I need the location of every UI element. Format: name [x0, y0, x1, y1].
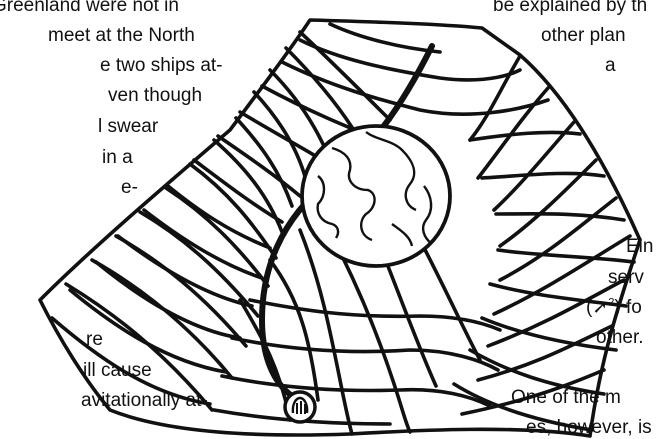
right-text-line-5: serv: [608, 268, 644, 288]
left-text-line-3: e two ships at-: [100, 56, 223, 76]
left-text-line-10: avitationally at-: [81, 391, 208, 411]
right-text-line-6-word: fo: [626, 297, 642, 318]
right-text-line-4: Ein: [626, 237, 653, 257]
left-text-line-9: ill cause: [83, 361, 152, 381]
right-text-line-6: (➚2) fo: [586, 298, 642, 318]
earth-globe-icon: [302, 126, 450, 266]
spaceship-icon: [285, 392, 315, 422]
left-text-line-2: meet at the North: [48, 26, 195, 46]
left-text-line-8: re: [86, 330, 103, 350]
arrow-symbol: ➚: [592, 297, 608, 318]
right-text-line-8: One of the m: [511, 388, 621, 408]
superscript: 2: [608, 297, 614, 309]
left-text-line-1: Greenland were not in: [0, 0, 179, 16]
right-text-line-9: es, however, is: [526, 418, 652, 438]
right-text-line-3: a: [605, 56, 616, 76]
right-text-line-1: be explained by th: [493, 0, 647, 16]
left-text-line-7: e-: [121, 178, 138, 198]
left-text-line-5: l swear: [98, 117, 158, 137]
right-text-line-7: other.: [596, 328, 644, 348]
left-text-line-4: ven though: [108, 86, 202, 106]
left-text-line-6: in a: [102, 148, 133, 168]
right-text-line-2: other plan: [541, 26, 626, 46]
